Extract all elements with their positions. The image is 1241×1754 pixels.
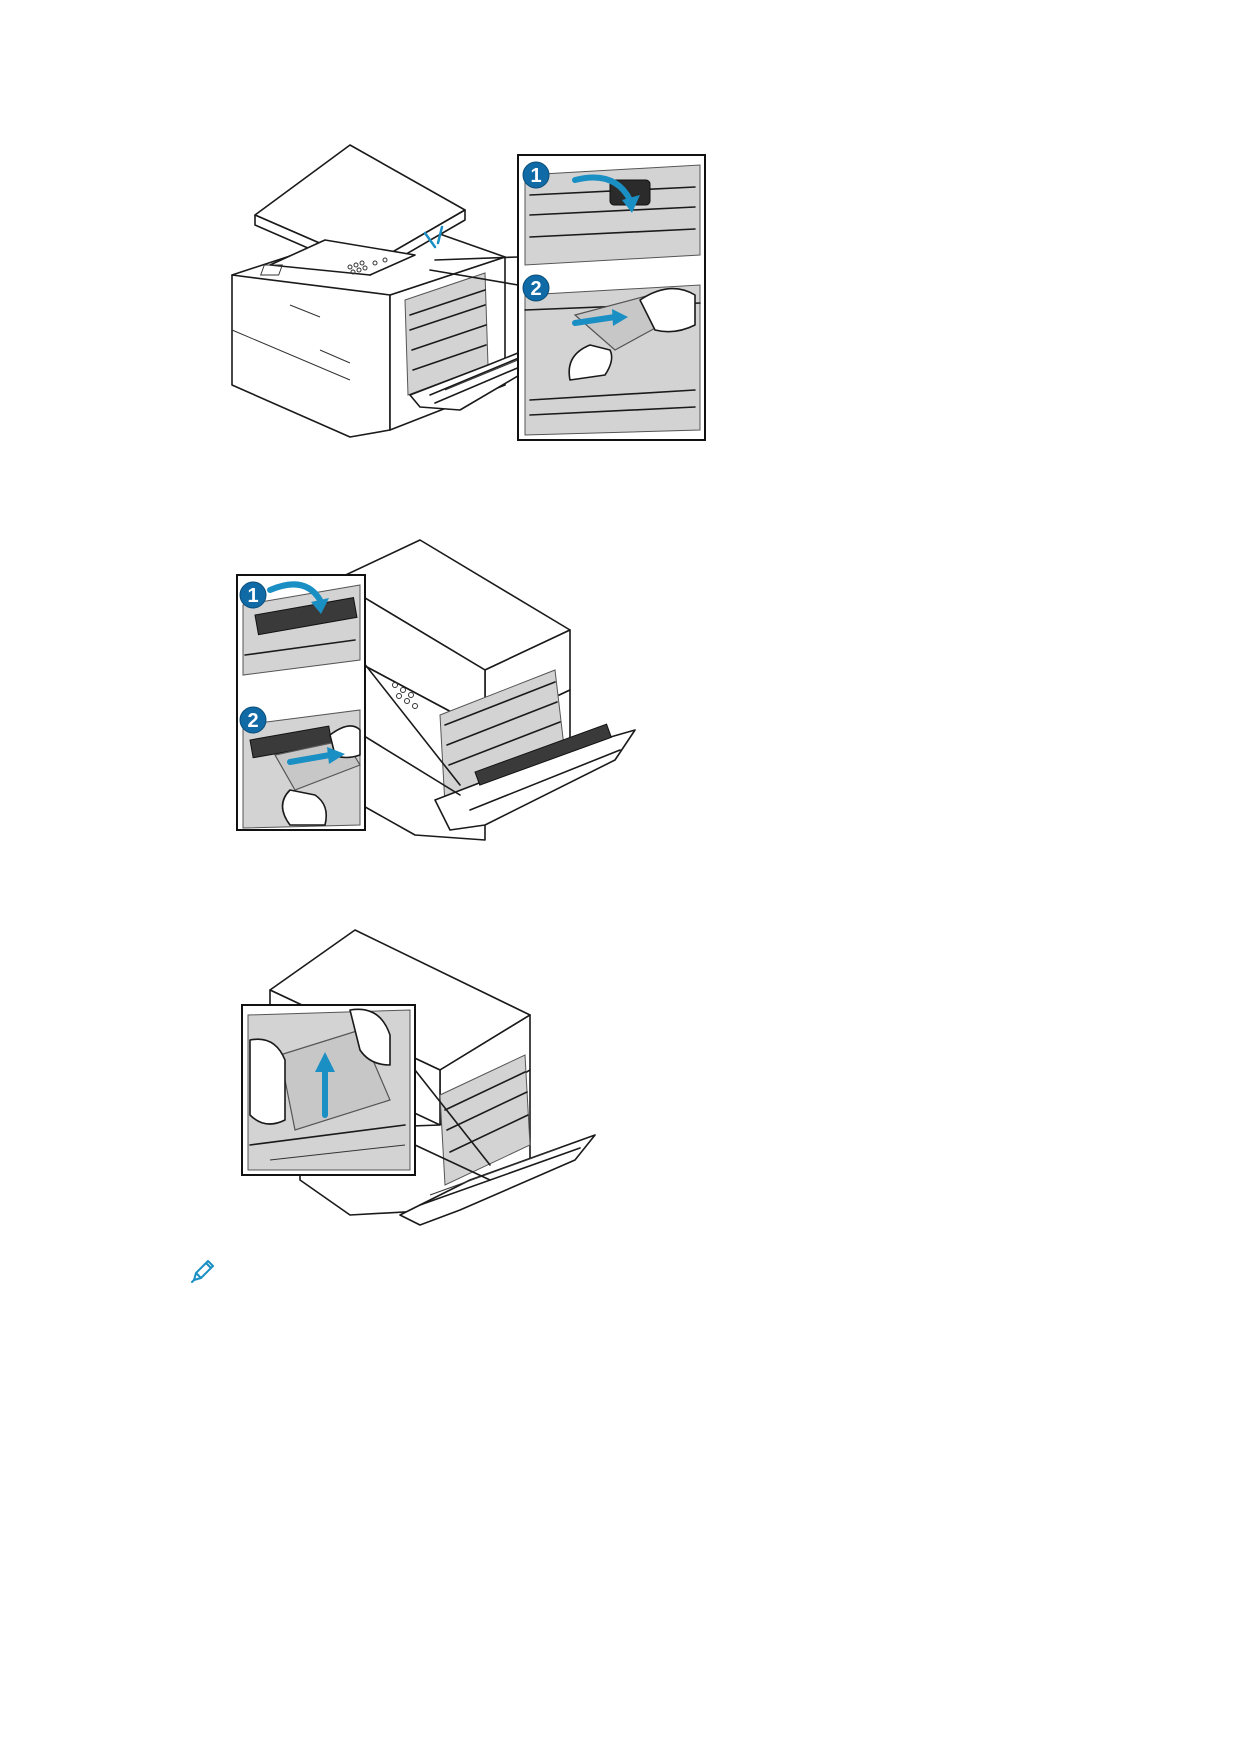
inset-step-2-pull-paper: [242, 709, 361, 829]
keypad: [392, 682, 418, 709]
note-pencil-icon: [190, 1258, 216, 1284]
pencil-icon: [191, 1260, 214, 1283]
step-number: 2: [530, 278, 541, 300]
step-number: 1: [530, 165, 541, 187]
printer-illustration: [231, 144, 576, 438]
rear-door-rollers: [419, 1147, 581, 1206]
step-badge: 1: [239, 581, 267, 609]
inset-remove-paper-upward: [249, 1008, 406, 1161]
step-badge: 2: [239, 706, 267, 734]
figure-1-fuser-jam-clearing: 1 2: [230, 144, 710, 445]
figure-3-duplex-path-jam-clearing: [240, 929, 610, 1230]
inset-step-1-open-cover: [242, 581, 361, 676]
printer-illustration: [329, 539, 636, 841]
inset-step-2-remove-paper: [524, 284, 701, 436]
inset-step-1-lever: [524, 164, 701, 266]
figure-2-illustration: 1 2: [236, 539, 636, 841]
figure-2-rear-roller-jam-clearing: 1 2: [235, 539, 655, 841]
step-number: 1: [247, 585, 258, 607]
figure-3-inset: [241, 1004, 416, 1176]
fuser-rollers: [409, 289, 487, 371]
figure-2-inset: 1 2: [236, 574, 366, 831]
keypad: [347, 257, 388, 275]
step-badge: 2: [522, 274, 550, 302]
step-badge: 1: [522, 161, 550, 189]
rear-door-rollers: [469, 723, 621, 811]
figure-1-illustration: 1 2: [231, 144, 706, 441]
step-number: 2: [247, 710, 258, 732]
figure-1-inset: 1 2: [517, 154, 706, 441]
figure-3-illustration: [241, 929, 596, 1226]
